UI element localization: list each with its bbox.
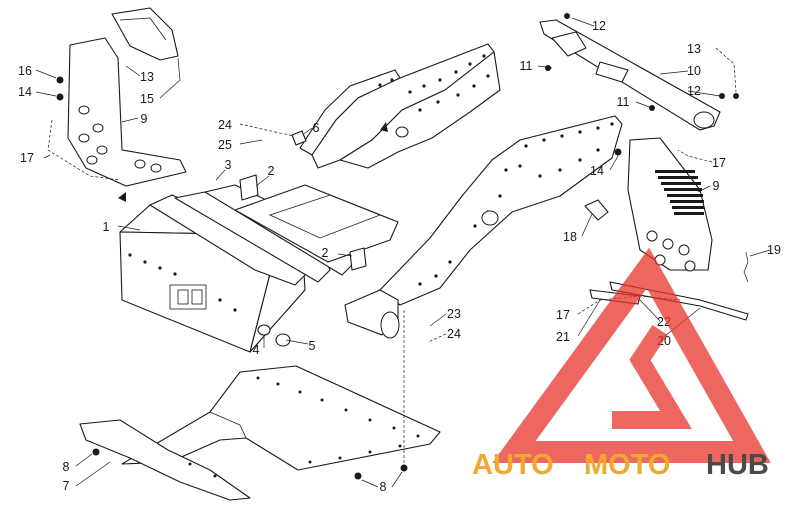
steering-post [539, 13, 739, 156]
callout-10: 10 [687, 64, 701, 78]
callout-24: 24 [447, 327, 461, 341]
callout-6: 6 [313, 121, 320, 135]
callout-21: 21 [556, 330, 570, 344]
callout-14: 14 [18, 85, 32, 99]
callout-8: 8 [380, 480, 387, 494]
callout-3: 3 [225, 158, 232, 172]
callout-14: 14 [590, 164, 604, 178]
watermark-hub: HUB [706, 449, 769, 481]
callout-4: 4 [253, 343, 260, 357]
callout-17: 17 [556, 308, 570, 322]
callout-1: 1 [103, 220, 110, 234]
callout-11: 11 [520, 59, 533, 73]
callout-7: 7 [63, 479, 70, 493]
watermark-auto: AUTO [472, 449, 554, 481]
callout-25: 25 [218, 138, 232, 152]
watermark-triangle-icon [492, 247, 771, 463]
callout-12: 12 [687, 84, 701, 98]
callout-9: 9 [713, 179, 720, 193]
callout-11: 11 [617, 95, 630, 109]
main-frame [119, 43, 623, 353]
left-side-panel [56, 7, 187, 202]
callout-5: 5 [309, 339, 316, 353]
callout-15: 15 [140, 92, 154, 106]
callout-13: 13 [140, 70, 154, 84]
callout-8: 8 [63, 460, 70, 474]
callout-17: 17 [712, 156, 726, 170]
watermark-logo: AUTO MOTO HUB [472, 247, 771, 481]
callout-2: 2 [322, 246, 329, 260]
callout-12: 12 [592, 19, 606, 33]
callout-18: 18 [563, 230, 577, 244]
callout-24: 24 [218, 118, 232, 132]
callout-2: 2 [268, 164, 275, 178]
callout-9: 9 [141, 112, 148, 126]
belly-pan [79, 365, 441, 501]
watermark-moto: MOTO [584, 449, 670, 481]
callout-19: 19 [767, 243, 781, 257]
callout-16: 16 [18, 64, 32, 78]
callout-17: 17 [20, 151, 34, 165]
callout-13: 13 [687, 42, 701, 56]
callout-23: 23 [447, 307, 461, 321]
